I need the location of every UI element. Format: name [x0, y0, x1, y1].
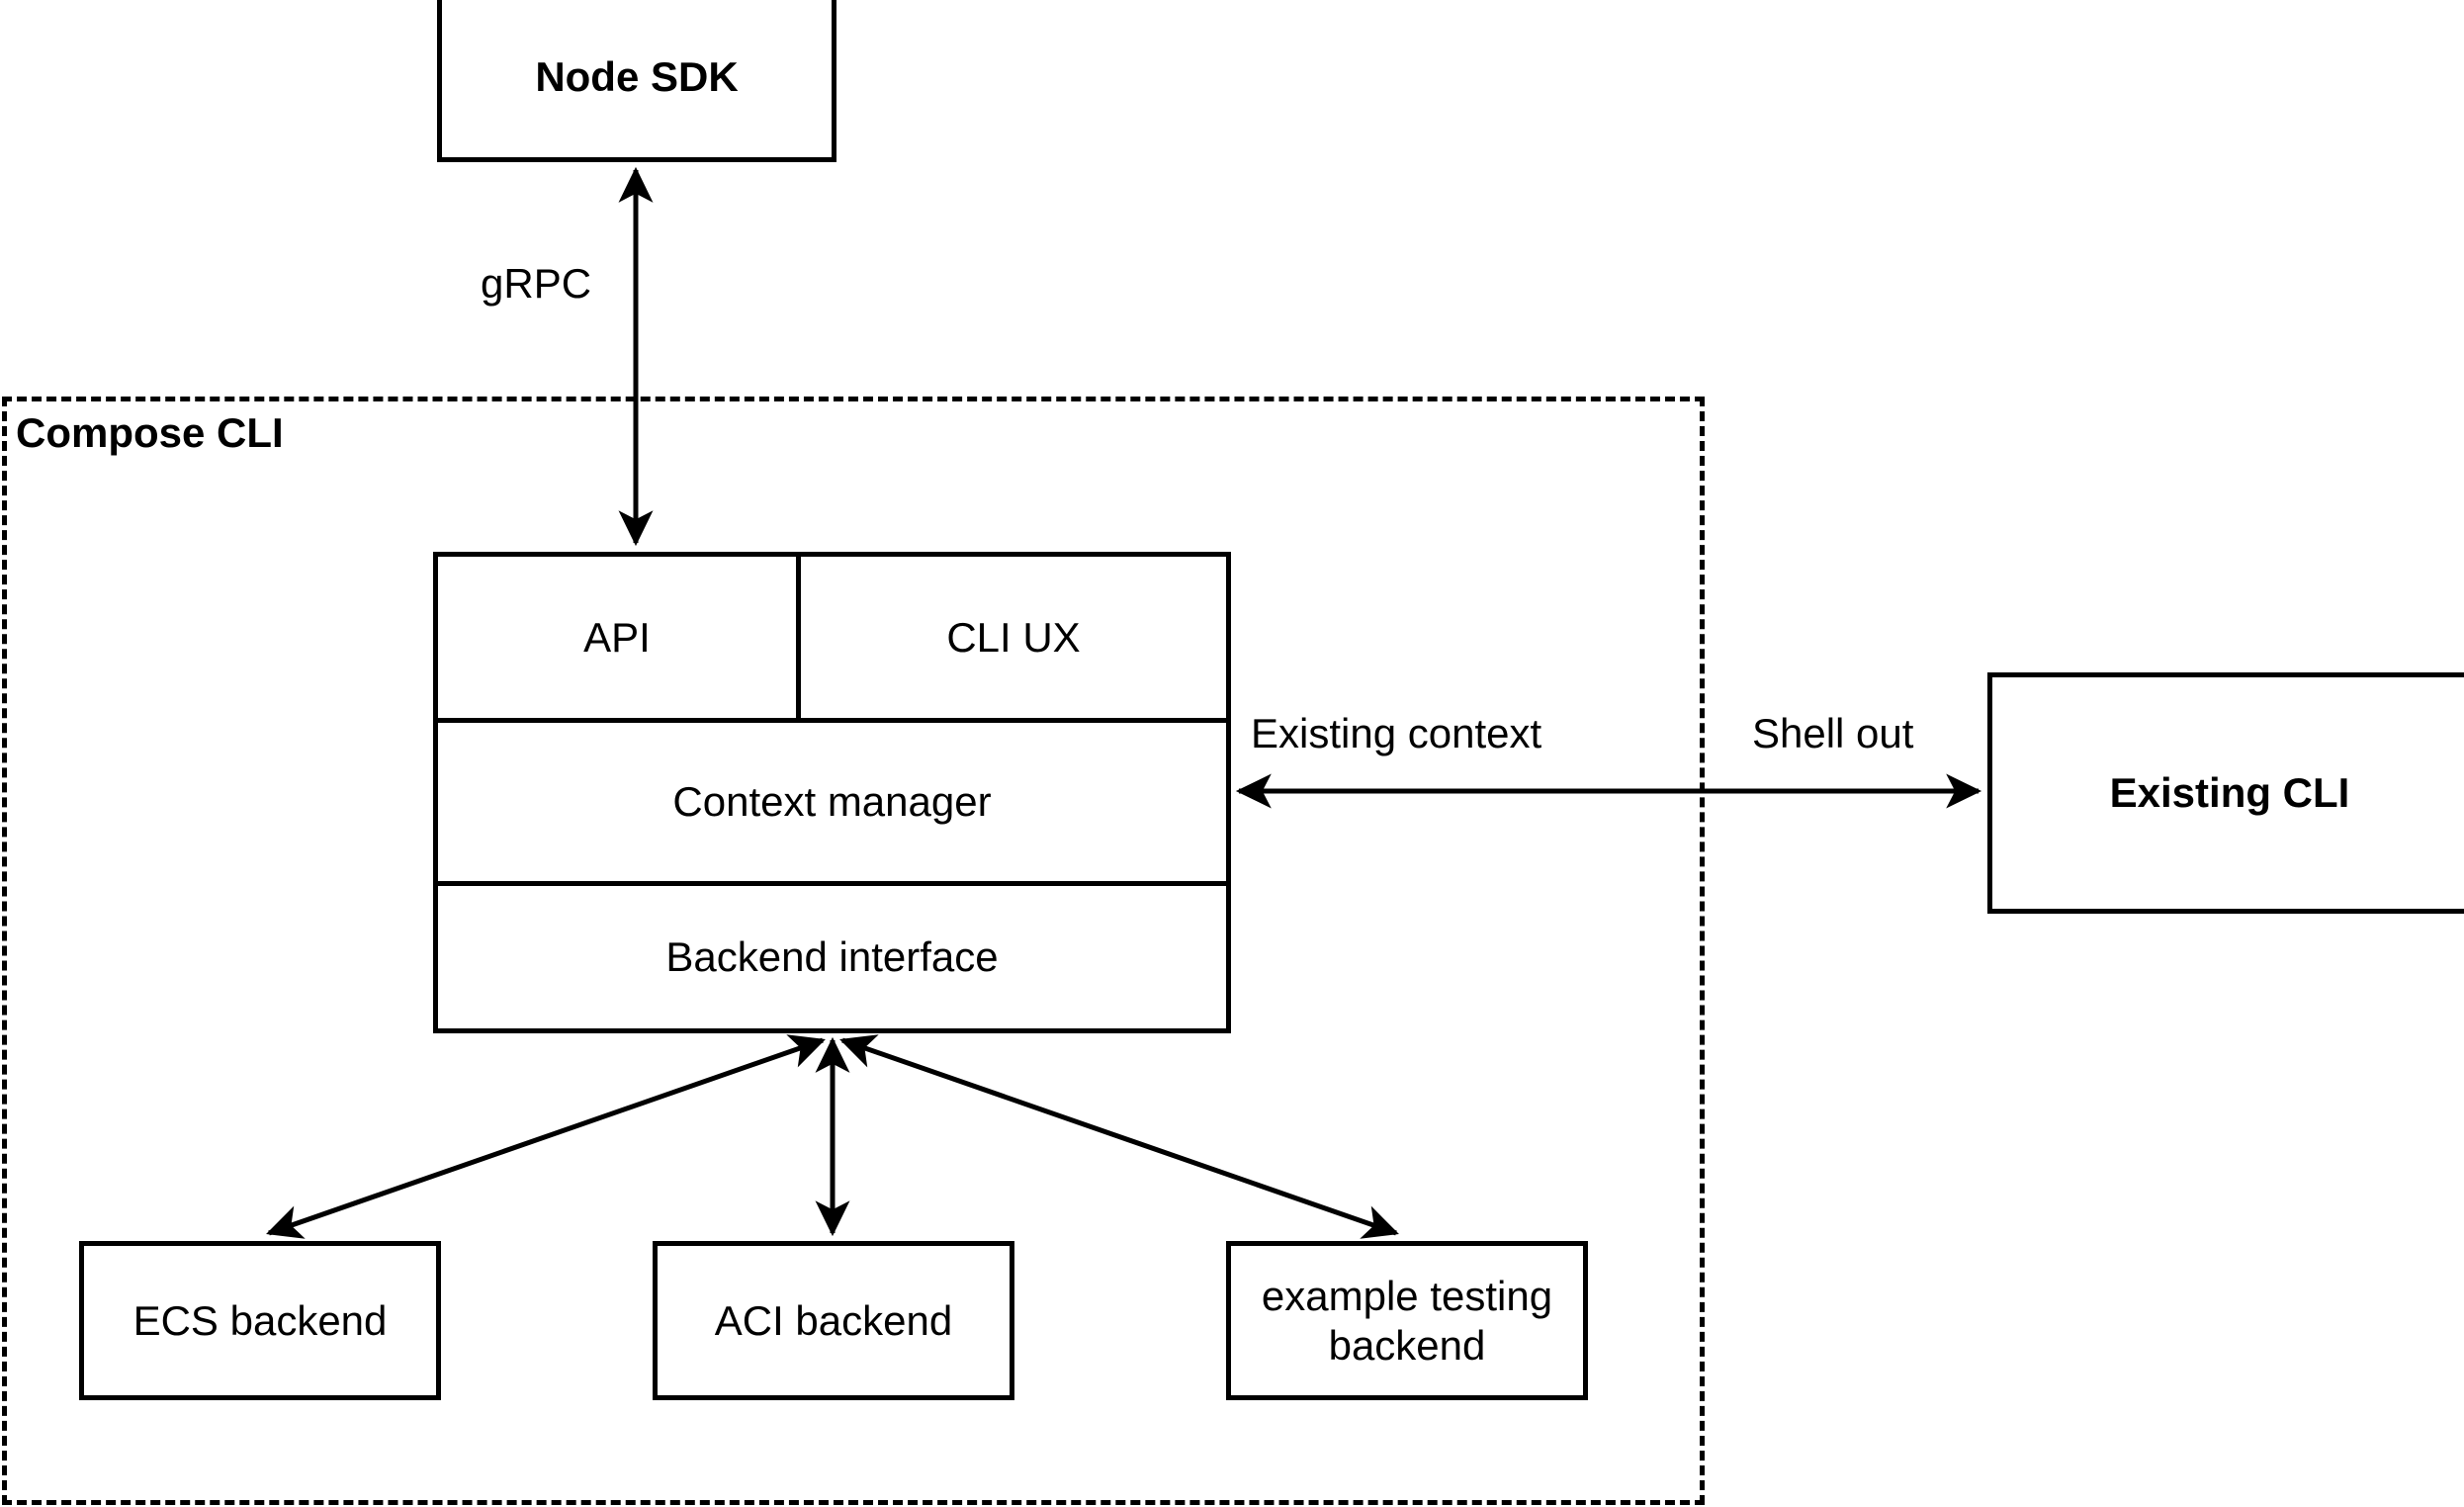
- backend-interface-cell[interactable]: Backend interface: [438, 886, 1226, 1028]
- existing-cli-label: Existing CLI: [2109, 769, 2350, 817]
- node-sdk-label: Node SDK: [535, 53, 739, 101]
- aci-backend-box[interactable]: ACI backend: [653, 1241, 1014, 1400]
- edge-label-grpc: gRPC: [481, 260, 592, 307]
- cli-ux-cell[interactable]: CLI UX: [801, 557, 1226, 718]
- core-stack-top-row: API CLI UX: [438, 557, 1226, 723]
- example-testing-backend-box[interactable]: example testing backend: [1226, 1241, 1588, 1400]
- cli-ux-label: CLI UX: [946, 613, 1081, 661]
- context-manager-label: Context manager: [672, 778, 992, 826]
- ecs-backend-label: ECS backend: [132, 1296, 388, 1344]
- backend-interface-label: Backend interface: [665, 933, 999, 981]
- edge-label-shell-out: Shell out: [1752, 710, 1914, 756]
- compose-cli-container: [2, 397, 1705, 1505]
- node-sdk-box[interactable]: Node SDK: [437, 0, 836, 162]
- compose-cli-container-title: Compose CLI: [16, 409, 284, 456]
- example-testing-backend-label: example testing backend: [1261, 1272, 1553, 1369]
- aci-backend-label: ACI backend: [714, 1296, 953, 1344]
- existing-cli-box[interactable]: Existing CLI: [1987, 672, 2464, 914]
- api-label: API: [583, 613, 651, 661]
- compose-cli-core-stack: API CLI UX Context manager Backend inter…: [433, 552, 1231, 1033]
- context-manager-cell[interactable]: Context manager: [438, 723, 1226, 886]
- edge-label-existing-context: Existing context: [1251, 710, 1542, 756]
- api-cell[interactable]: API: [438, 557, 801, 718]
- ecs-backend-box[interactable]: ECS backend: [79, 1241, 441, 1400]
